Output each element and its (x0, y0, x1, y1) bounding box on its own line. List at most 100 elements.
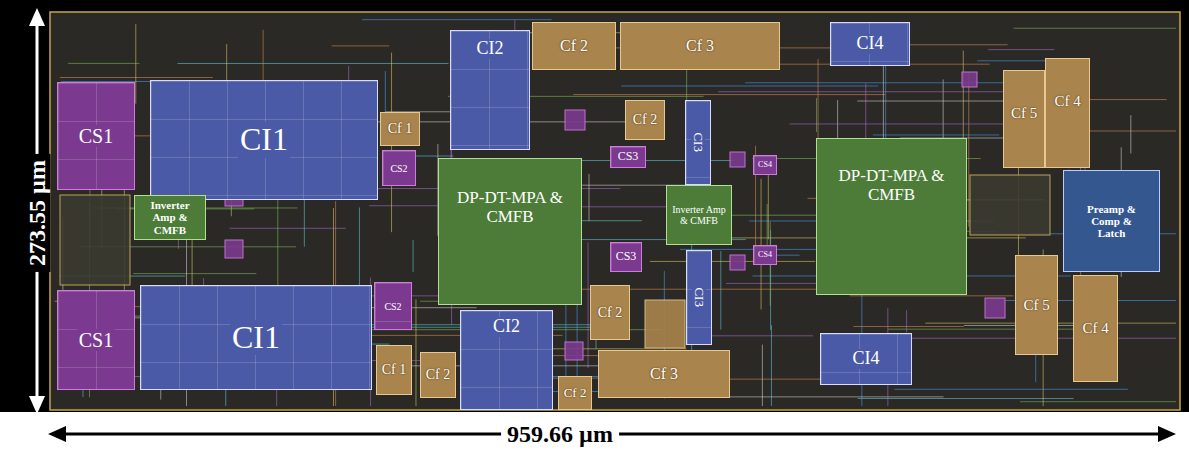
block-label: CI4 (851, 349, 882, 369)
layout-cell (970, 175, 1050, 235)
metal-wires (55, 20, 1176, 406)
layout-block: Cf 5 (1003, 70, 1045, 168)
block-label: CS3 (614, 250, 639, 263)
arrowhead (48, 426, 66, 442)
block-label: DP-DT-MPA & CMFB (817, 167, 966, 204)
block-label: Cf 4 (1052, 93, 1082, 110)
block-label: CS4 (756, 161, 774, 170)
layout-block: Cf 5 (1015, 255, 1058, 355)
metal-wire (894, 389, 1127, 390)
layout-cell (645, 300, 685, 348)
layout-block: CI1 (150, 80, 378, 200)
metal-wire (858, 398, 1074, 399)
metal-wire (60, 77, 213, 78)
chip-outline (50, 12, 1180, 410)
layout-cell (565, 342, 583, 360)
bottom-strip (0, 412, 1189, 461)
layout-block: DP-DT-MPA & CMFB (438, 158, 582, 305)
metal-wire (135, 24, 136, 103)
layout-block: CI1 (140, 285, 372, 390)
block-label: Cf 2 (596, 305, 625, 320)
block-label: CS1 (77, 329, 115, 351)
block-label: Preamp & Comp & Latch (1079, 203, 1145, 239)
metal-wire (968, 73, 969, 227)
metal-wire (988, 49, 1054, 50)
layout-cell (730, 152, 745, 167)
metal-wire (1020, 401, 1176, 402)
dimension-label: 959.66 µm (501, 421, 619, 448)
layout-block: Cf 3 (598, 350, 730, 398)
layout-block: Cf 1 (376, 345, 412, 395)
metal-wire (1013, 28, 1176, 29)
metal-wire (133, 273, 256, 274)
metal-wire (621, 85, 878, 86)
metal-wire (68, 63, 139, 64)
layout-block: CS2 (382, 150, 416, 186)
block-label: CS3 (616, 150, 641, 163)
metal-wire (230, 228, 346, 229)
arrowhead (1158, 426, 1176, 442)
block-label: CI2 (475, 39, 506, 59)
metal-wire (708, 335, 813, 336)
block-label: CS1 (77, 125, 115, 147)
metal-wire (1130, 115, 1131, 153)
layout-block: CI4 (830, 22, 910, 66)
layout-block: CI4 (820, 333, 912, 385)
layout-block: CS2 (374, 282, 412, 330)
layout-cell (225, 240, 243, 258)
metal-wire (718, 91, 1015, 92)
block-label: CI1 (238, 122, 290, 157)
arrowhead (29, 396, 45, 414)
block-label: Cf 5 (1009, 105, 1039, 122)
metal-wire (720, 251, 721, 329)
layout-block: CS1 (57, 82, 135, 190)
metal-wire (816, 98, 817, 132)
layout-block: Cf 2 (532, 22, 616, 70)
arrowhead (29, 8, 45, 26)
layout-block: Inverter Amp & CMFB (134, 195, 206, 240)
layout-block: CS1 (57, 290, 135, 390)
metal-wire (573, 94, 885, 95)
layout-block: Cf 3 (620, 22, 780, 70)
layout-cell (730, 255, 745, 270)
block-label: Cf 3 (648, 365, 680, 383)
layout-block: CS3 (610, 242, 642, 272)
block-label: CI2 (491, 317, 522, 337)
block-label: Cf 5 (1021, 297, 1051, 314)
block-label: Cf 2 (558, 37, 590, 55)
metal-wire (413, 240, 414, 272)
layout-block: CS3 (610, 146, 646, 168)
metal-wire (853, 326, 963, 327)
block-label: Cf 2 (424, 367, 453, 382)
block-label: Cf 2 (562, 386, 589, 400)
block-label: Inverter Amp & CMFB (669, 204, 729, 226)
block-label: Inverter Amp & CMFB (137, 199, 203, 235)
block-label: Cf 2 (631, 112, 660, 127)
dimension-arrows (29, 8, 1176, 442)
layout-block: CI3 (685, 100, 711, 185)
layout-cell (962, 72, 977, 87)
metal-wire (790, 123, 1008, 124)
metal-wire (767, 204, 768, 247)
layout-block: Cf 4 (1073, 275, 1118, 382)
layout-block: Cf 2 (420, 352, 456, 398)
metal-wire (178, 63, 449, 64)
layout-block: Inverter Amp & CMFB (666, 185, 732, 245)
metal-wire (850, 295, 1014, 296)
block-label: CS4 (756, 251, 774, 260)
layout-block: CI3 (686, 250, 712, 345)
metal-wire (415, 299, 416, 406)
layout-cell (565, 110, 585, 130)
metal-wire (771, 325, 772, 406)
layout-block: Cf 1 (380, 112, 420, 146)
block-label: Cf 4 (1080, 320, 1110, 337)
layout-block: CS4 (753, 155, 777, 175)
metal-wire (588, 174, 589, 221)
block-label: CI1 (230, 320, 282, 355)
block-label: Cf 1 (386, 121, 415, 136)
layout-block: Cf 2 (590, 285, 630, 340)
layout-block: Preamp & Comp & Latch (1063, 170, 1160, 272)
layout-block: CI2 (450, 30, 530, 150)
